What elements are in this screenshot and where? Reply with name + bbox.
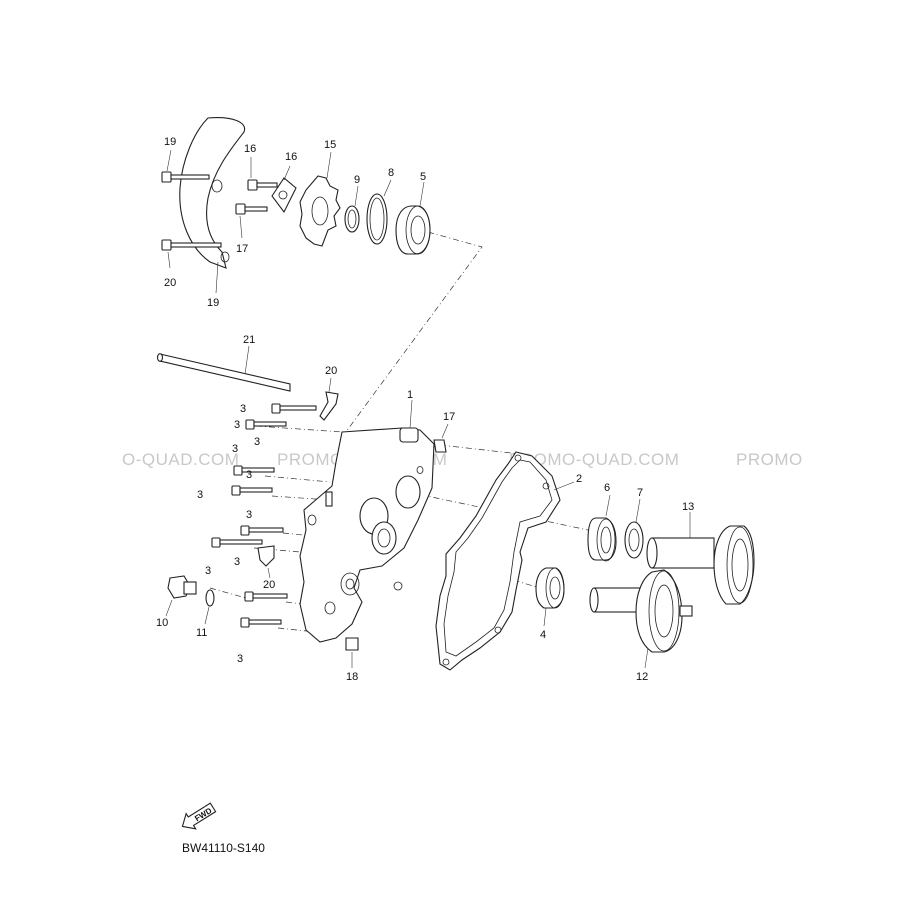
bolt-3-top <box>271 403 317 414</box>
callout-labels: 19 20 19 16 17 16 15 9 8 5 21 20 1 17 2 … <box>156 136 694 683</box>
callout-18: 19 <box>207 297 219 309</box>
callout-1: 1 <box>407 389 413 401</box>
bolt-16-lower <box>235 203 268 239</box>
callout-17-lower: 18 <box>346 671 358 683</box>
ring-8 <box>366 179 392 245</box>
callout-19-lower: 20 <box>164 277 176 289</box>
diagram-code: BW41110-S140 <box>182 841 265 855</box>
bearing-5 <box>395 181 431 255</box>
callout-19-upper: 19 <box>164 136 176 148</box>
drain-plug-10 <box>165 575 197 617</box>
watermark-text-3: PROMO-QUAD.COM <box>509 450 679 469</box>
callout-9: 9 <box>354 174 360 186</box>
callout-3-f: 3 <box>197 489 203 501</box>
callout-8: 8 <box>388 167 394 179</box>
plate-15 <box>271 165 297 214</box>
sprocket-14 <box>299 151 341 247</box>
gear-shaft-13 <box>646 512 755 605</box>
callout-3-b: 3 <box>234 419 240 431</box>
callout-7: 7 <box>637 487 643 499</box>
callout-15: 16 <box>285 151 297 163</box>
watermark: O-QUAD.COM PROMO-QUAD.COM PROMO-QUAD.COM… <box>122 450 803 469</box>
callout-3-h: 3 <box>205 565 211 577</box>
bolt-3-row4 <box>240 525 284 536</box>
callout-3-j: 3 <box>237 653 243 665</box>
bolt-16-upper <box>247 157 278 191</box>
cover-plate <box>179 117 246 294</box>
callout-11: 11 <box>196 627 207 639</box>
assembly-line-bolt-4 <box>282 532 313 537</box>
assembly-line-dowel <box>439 444 521 455</box>
gasket-2 <box>435 451 575 671</box>
callout-20-upper: 20 <box>325 365 337 377</box>
callout-3-a: 3 <box>240 403 246 415</box>
callout-21: 21 <box>243 334 255 346</box>
callout-3-g: 3 <box>246 509 252 521</box>
callout-2: 2 <box>576 473 582 485</box>
callout-5: 5 <box>420 171 426 183</box>
washer-11 <box>204 589 215 625</box>
oil-seal-7 <box>624 498 644 559</box>
callout-14: 15 <box>324 139 336 151</box>
needle-bearing-6 <box>587 494 617 562</box>
bearing-4 <box>535 567 565 627</box>
bolt-19-lower <box>161 239 222 269</box>
callout-20-lower: 20 <box>263 579 275 591</box>
fwd-arrow: FWD <box>181 802 217 830</box>
shaft-21 <box>156 345 291 392</box>
callout-3-d: 3 <box>254 436 260 448</box>
clip-20-lower <box>257 545 275 579</box>
callout-17-upper: 17 <box>443 411 455 423</box>
watermark-text-1: O-QUAD.COM <box>122 450 239 469</box>
callout-6: 6 <box>604 482 610 494</box>
callout-4: 4 <box>540 629 546 641</box>
callout-10: 10 <box>156 617 168 629</box>
dowel-17-upper <box>433 423 449 453</box>
callout-16-lower: 17 <box>236 243 248 255</box>
assembly-line-drain <box>209 587 247 599</box>
bolt-3-row2 <box>233 465 275 476</box>
bolt-3-row5 <box>211 537 263 548</box>
callout-16-upper: 16 <box>244 143 256 155</box>
bolt-3-row3 <box>231 485 273 496</box>
callout-3-i: 3 <box>234 556 240 568</box>
assembly-line-bolt-2 <box>264 475 331 483</box>
transmission-case <box>299 399 435 643</box>
callout-3-c: 3 <box>232 443 238 455</box>
dowel-17-lower <box>345 637 359 668</box>
watermark-text-4: PROMO <box>736 450 803 469</box>
callout-12: 12 <box>636 671 648 683</box>
bolt-3-row1 <box>245 419 287 430</box>
callout-3-e: 3 <box>246 469 252 481</box>
circlip-9 <box>344 185 360 233</box>
callout-13: 13 <box>682 501 694 513</box>
bolt-19-upper <box>161 149 210 183</box>
clip-20-upper <box>319 377 339 421</box>
assembly-line-bearing-to-case <box>339 231 483 441</box>
gear-shaft-12 <box>589 569 693 669</box>
bolt-3-row7 <box>240 617 282 628</box>
bolt-3-row6 <box>244 591 288 602</box>
